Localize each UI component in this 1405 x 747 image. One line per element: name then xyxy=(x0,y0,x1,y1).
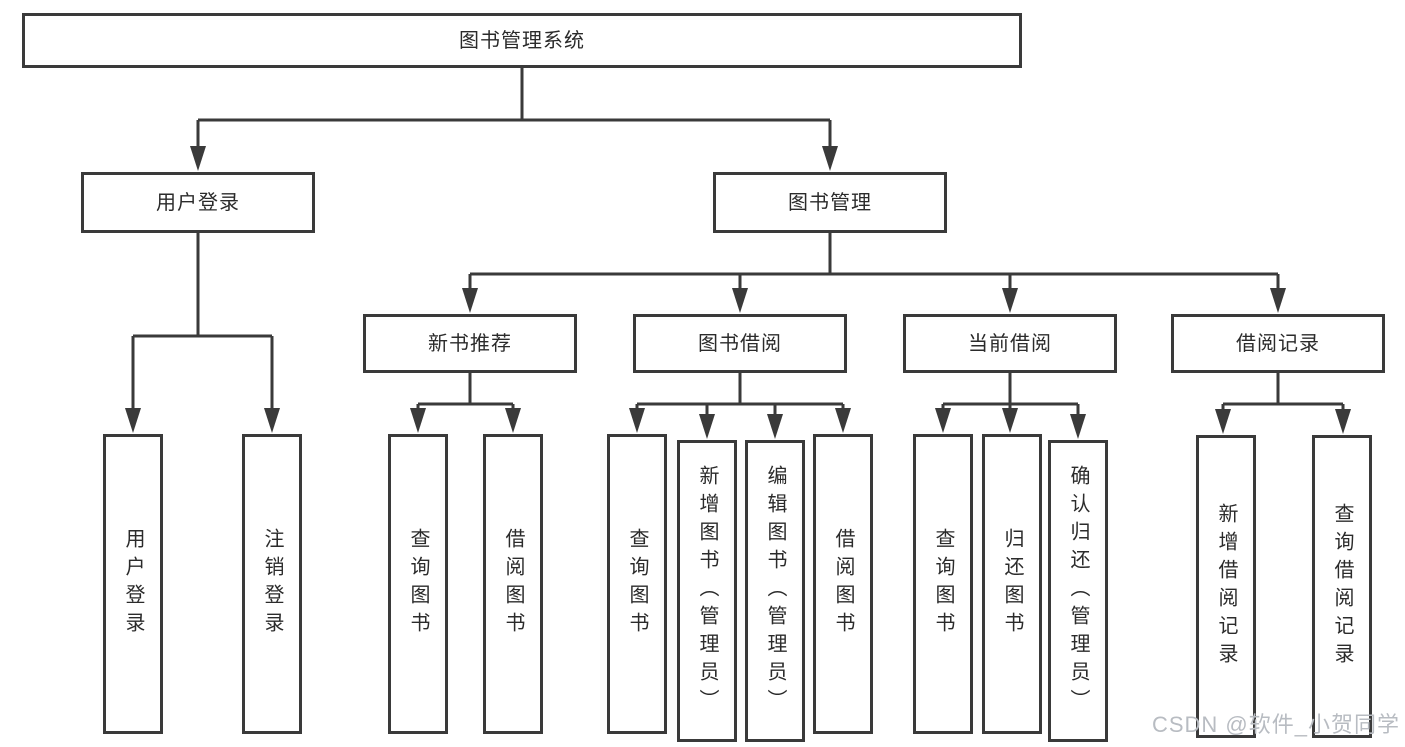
leaf-edit-books-admin: 编辑图书（管理员） xyxy=(745,440,805,742)
leaf-query-books-recommend: 查询图书 xyxy=(388,434,448,734)
node-label: 图书借阅 xyxy=(698,332,782,355)
node-label: 新增图书（管理员） xyxy=(696,465,718,717)
leaf-user-login: 用户登录 xyxy=(103,434,163,734)
node-label: 当前借阅 xyxy=(968,332,1052,355)
node-label: 借阅图书 xyxy=(832,528,854,640)
node-label: 查询图书 xyxy=(626,528,648,640)
node-label: 查询图书 xyxy=(407,528,429,640)
leaf-add-books-admin: 新增图书（管理员） xyxy=(677,440,737,742)
node-label: 查询借阅记录 xyxy=(1331,502,1353,671)
node-label: 查询图书 xyxy=(932,528,954,640)
node-label: 确认归还（管理员） xyxy=(1067,465,1089,717)
node-label: 新书推荐 xyxy=(428,332,512,355)
leaf-query-books-borrowing: 查询图书 xyxy=(607,434,667,734)
watermark: CSDN @软件_小贺同学 xyxy=(1151,712,1400,737)
leaf-logout: 注销登录 xyxy=(242,434,302,734)
node-label: 用户登录 xyxy=(156,191,240,214)
node-current-borrowing: 当前借阅 xyxy=(903,314,1117,373)
leaf-borrow-books: 借阅图书 xyxy=(813,434,873,734)
leaf-add-borrow-record: 新增借阅记录 xyxy=(1196,435,1256,738)
node-label: 归还图书 xyxy=(1001,528,1023,640)
node-label: 借阅图书 xyxy=(502,528,524,640)
node-user-login: 用户登录 xyxy=(81,172,315,233)
leaf-query-borrow-record: 查询借阅记录 xyxy=(1312,435,1372,738)
leaf-return-books: 归还图书 xyxy=(982,434,1042,734)
node-label: 图书管理 xyxy=(788,191,872,214)
node-library-system: 图书管理系统 xyxy=(22,13,1022,68)
node-label: 图书管理系统 xyxy=(459,29,585,52)
node-label: 新增借阅记录 xyxy=(1215,502,1237,671)
node-label: 借阅记录 xyxy=(1236,332,1320,355)
node-label: 注销登录 xyxy=(261,528,283,640)
node-book-borrowing: 图书借阅 xyxy=(633,314,847,373)
leaf-confirm-return-admin: 确认归还（管理员） xyxy=(1048,440,1108,742)
leaf-borrow-books-recommend: 借阅图书 xyxy=(483,434,543,734)
node-label: 用户登录 xyxy=(122,528,144,640)
leaf-query-books-current: 查询图书 xyxy=(913,434,973,734)
node-book-management: 图书管理 xyxy=(713,172,947,233)
node-new-book-recommend: 新书推荐 xyxy=(363,314,577,373)
node-label: 编辑图书（管理员） xyxy=(764,465,786,717)
node-borrowing-records: 借阅记录 xyxy=(1171,314,1385,373)
arrowheads xyxy=(125,146,1351,439)
